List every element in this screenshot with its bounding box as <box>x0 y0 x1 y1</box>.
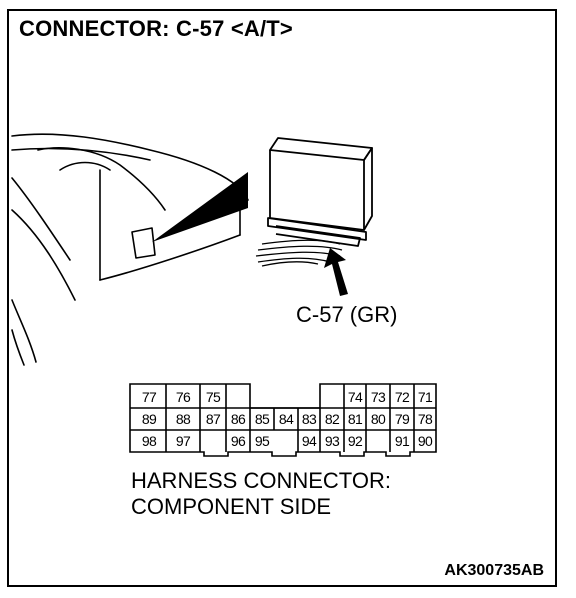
pin-73: 73 <box>370 389 386 405</box>
pin-93: 93 <box>324 433 340 449</box>
pin-79: 79 <box>394 411 410 427</box>
pin-90: 90 <box>417 433 433 449</box>
pin-94: 94 <box>301 433 317 449</box>
pin-78: 78 <box>417 411 433 427</box>
pin-89: 89 <box>141 411 157 427</box>
pin-74: 74 <box>347 389 363 405</box>
pin-82: 82 <box>324 411 340 427</box>
pin-76: 76 <box>175 389 191 405</box>
pin-85: 85 <box>254 411 270 427</box>
pin-71: 71 <box>417 389 433 405</box>
pin-98: 98 <box>141 433 157 449</box>
pin-92: 92 <box>347 433 363 449</box>
pin-86: 86 <box>230 411 246 427</box>
pin-80: 80 <box>370 411 386 427</box>
connector-callout-label: C-57 (GR) <box>296 302 398 327</box>
pin-72: 72 <box>394 389 410 405</box>
pin-83: 83 <box>301 411 317 427</box>
pin-84: 84 <box>278 411 294 427</box>
pin-97: 97 <box>175 433 191 449</box>
pin-77: 77 <box>141 389 157 405</box>
pin-96: 96 <box>230 433 246 449</box>
pin-88: 88 <box>175 411 191 427</box>
pin-91: 91 <box>394 433 410 449</box>
pin-87: 87 <box>205 411 221 427</box>
pin-95: 95 <box>254 433 270 449</box>
connector-caption-line2: COMPONENT SIDE <box>131 494 332 519</box>
page-title: CONNECTOR: C-57 <A/T> <box>19 16 293 41</box>
figure-code: AK300735AB <box>444 562 544 579</box>
pin-81: 81 <box>347 411 363 427</box>
pin-75: 75 <box>205 389 221 405</box>
dashboard-illustration <box>11 133 373 366</box>
connector-caption-line1: HARNESS CONNECTOR: <box>131 468 391 493</box>
diagram-frame <box>7 9 557 587</box>
